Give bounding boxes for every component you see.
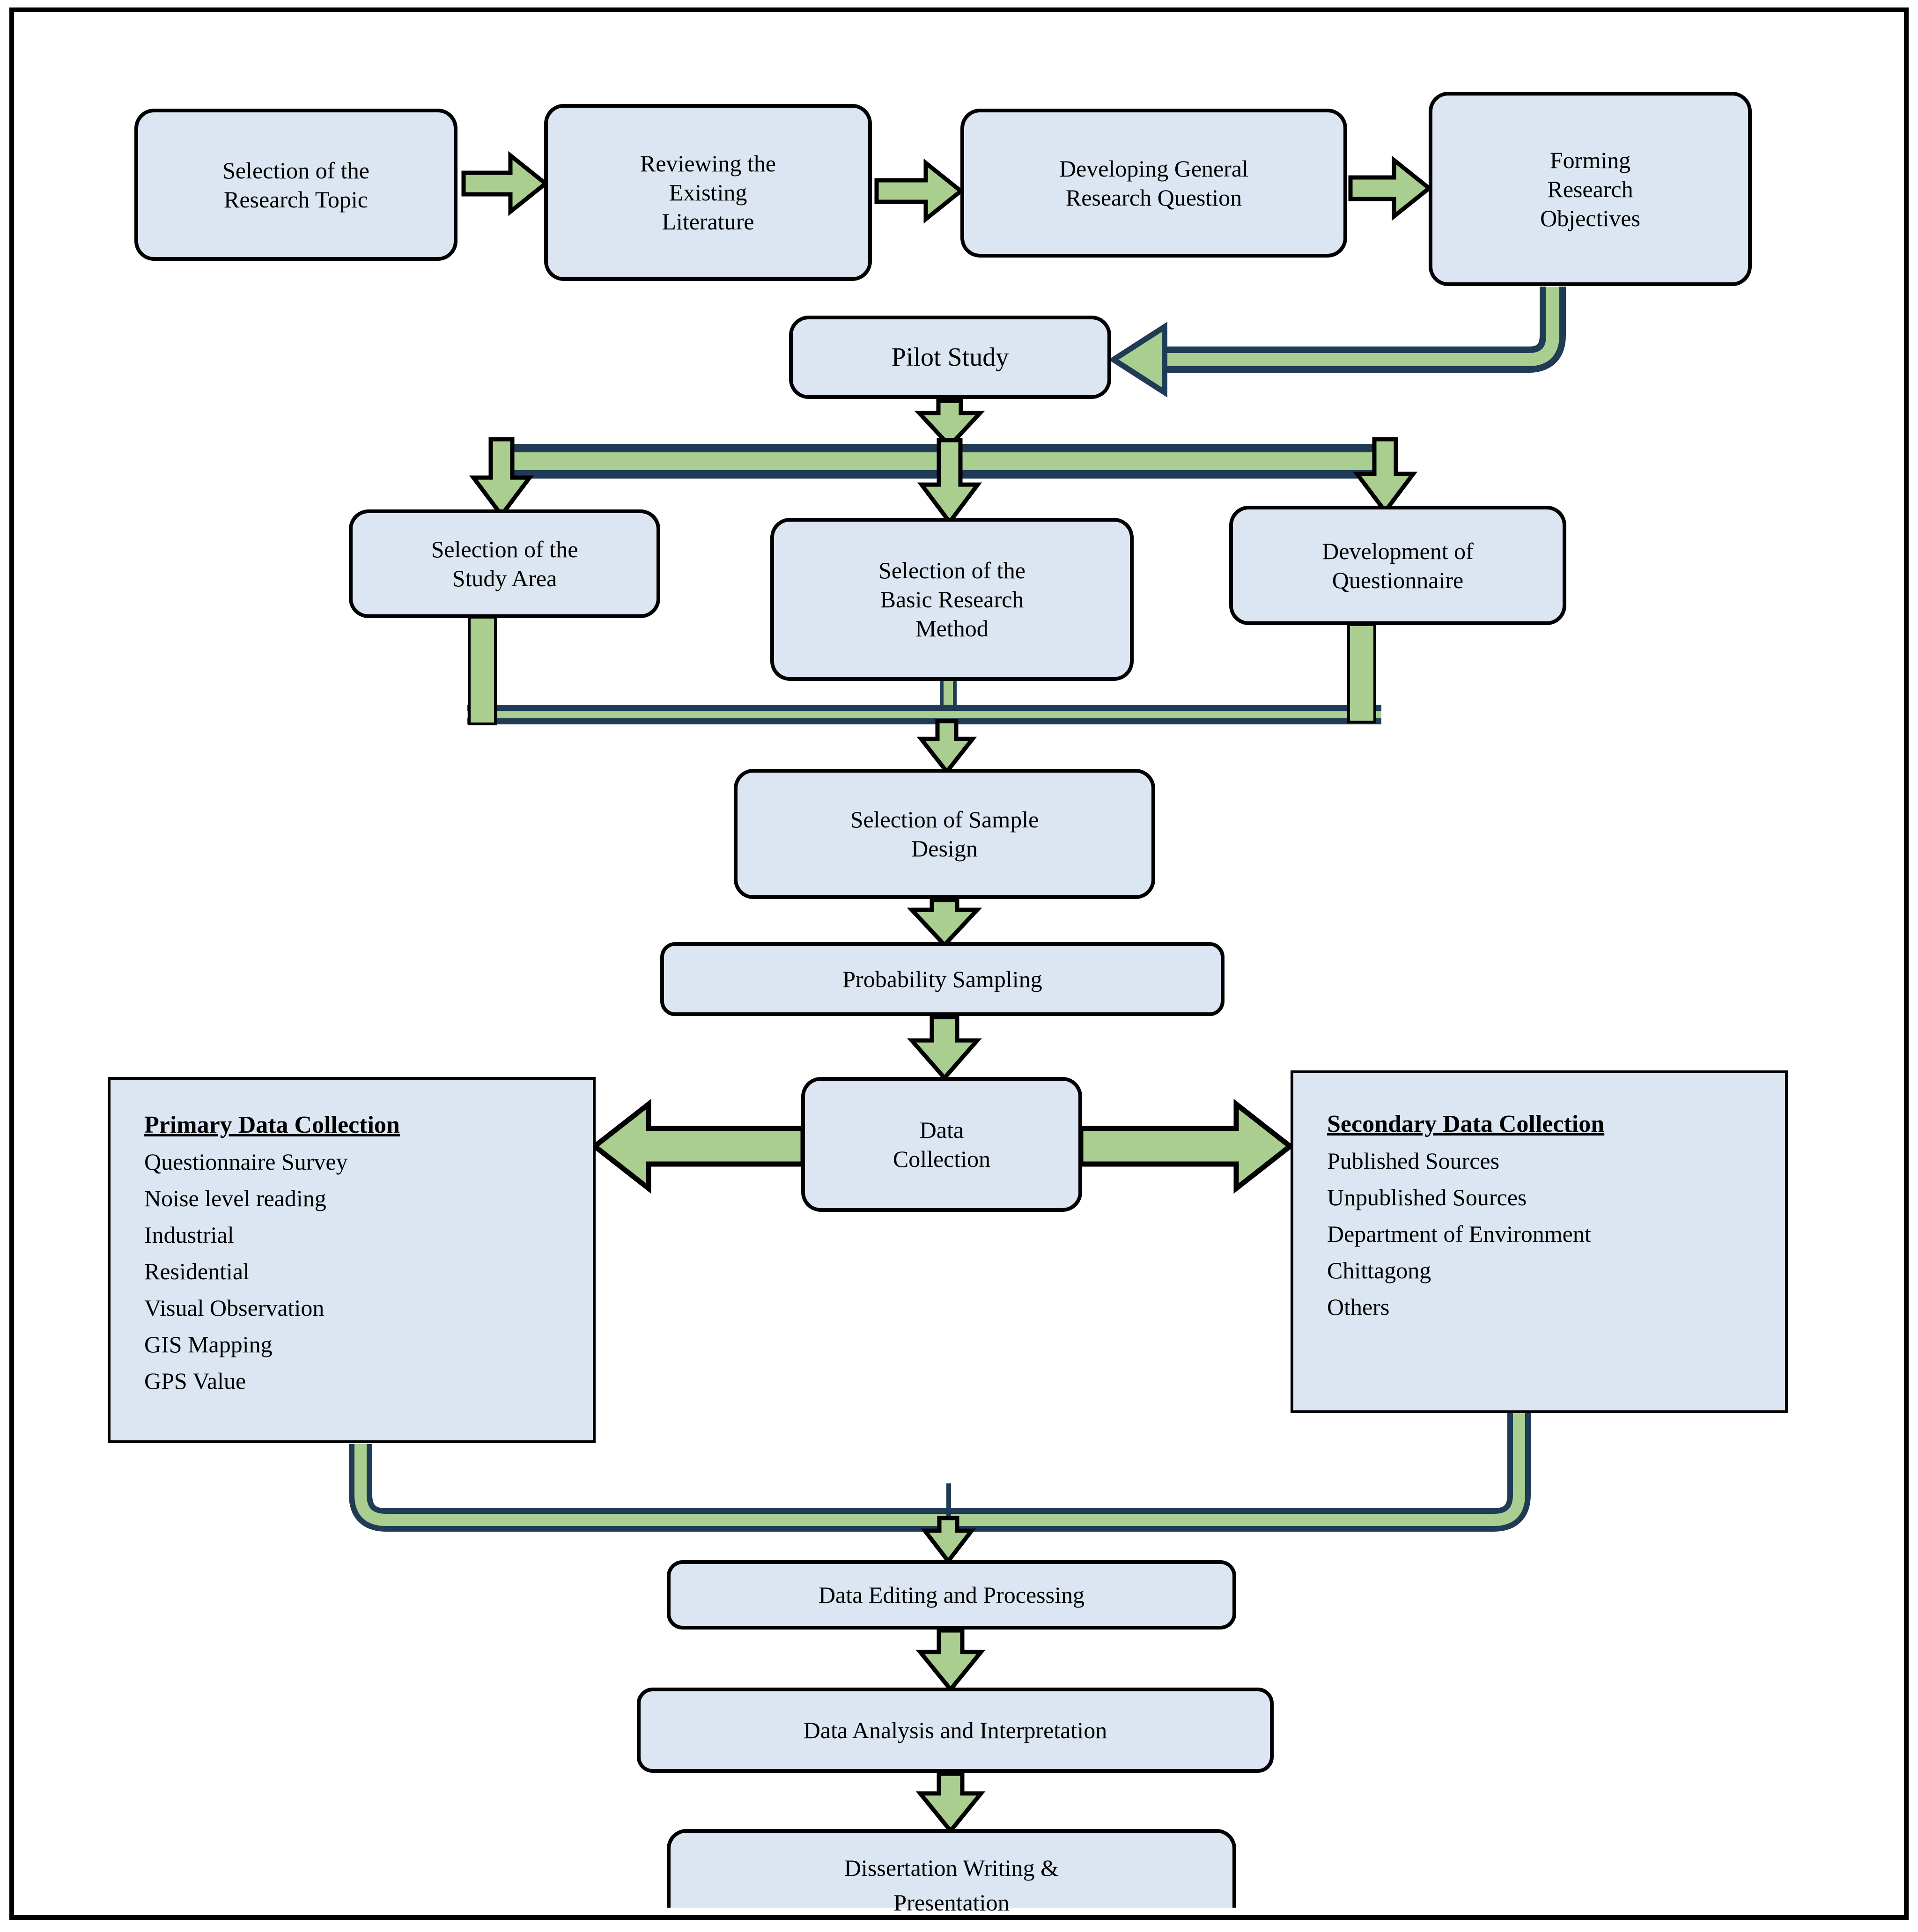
node-label-line: Study Area — [452, 565, 557, 591]
node-label-line: Collection — [893, 1146, 991, 1172]
node-selection-sample-design: Selection of Sample Design — [734, 769, 1155, 899]
node-label-line: Developing General — [1059, 155, 1248, 182]
node-forming-research-objectives: Forming Research Objectives — [1429, 92, 1752, 286]
node-label-line: Probability Sampling — [842, 966, 1042, 992]
connector-questionnaire-down — [1347, 623, 1376, 723]
arrow-literature-to-question — [874, 158, 965, 224]
node-data-editing-processing: Data Editing and Processing — [667, 1560, 1236, 1630]
secondary-item: Unpublished Sources — [1327, 1184, 1527, 1210]
node-label-line: Selection of the — [431, 536, 578, 562]
primary-item: Questionnaire Survey — [144, 1149, 348, 1175]
node-pilot-study: Pilot Study — [789, 316, 1111, 399]
node-label-line: Selection of the — [878, 557, 1025, 583]
node-development-questionnaire: Development of Questionnaire — [1229, 506, 1566, 625]
node-dissertation-writing-presentation: Dissertation Writing & Presentation — [667, 1829, 1236, 1916]
arrow-analysis-to-dissertation — [915, 1771, 986, 1835]
merge-primary-core — [354, 1444, 951, 1526]
secondary-item: Department of Environment — [1327, 1221, 1591, 1247]
arrow-bar-to-study-area — [469, 437, 534, 519]
node-label-line: Objectives — [1540, 205, 1640, 231]
node-label-line: Method — [915, 615, 989, 642]
arrow-merge-to-editing — [920, 1516, 976, 1565]
primary-item: GPS Value — [144, 1368, 246, 1394]
primary-item: Noise level reading — [144, 1185, 326, 1211]
node-label-line: Design — [911, 835, 978, 862]
arrow-sample-to-probability — [907, 898, 982, 948]
node-label-line: Dissertation Writing & — [844, 1855, 1059, 1881]
node-label-line: Data — [919, 1117, 964, 1143]
node-label-line: Selection of Sample — [850, 806, 1039, 833]
node-label-line: Basic Research — [880, 586, 1024, 612]
secondary-title: Secondary Data Collection — [1327, 1111, 1605, 1137]
primary-item: Residential — [144, 1258, 250, 1284]
primary-item: Industrial — [144, 1222, 234, 1248]
collector-bar-green — [467, 711, 1381, 718]
arrow-to-primary — [590, 1099, 806, 1194]
arrow-topic-to-literature — [461, 151, 549, 216]
node-label-line: Literature — [662, 208, 754, 235]
node-data-analysis-interpretation: Data Analysis and Interpretation — [637, 1688, 1274, 1773]
node-selection-basic-research-method: Selection of the Basic Research Method — [770, 518, 1134, 681]
node-label-line: Existing — [669, 179, 747, 206]
node-label-line: Selection of the — [222, 157, 369, 184]
arrow-probability-to-data-collection — [907, 1015, 982, 1081]
arrow-question-to-objectives — [1348, 155, 1433, 221]
secondary-item: Chittagong — [1327, 1257, 1431, 1283]
node-label-line: Questionnaire — [1332, 567, 1464, 593]
arrow-bar-to-basic-method — [917, 438, 982, 526]
primary-title: Primary Data Collection — [144, 1112, 400, 1138]
connector-objectives-to-pilot-core — [1161, 287, 1559, 366]
node-probability-sampling: Probability Sampling — [660, 942, 1225, 1016]
arrow-bar-to-questionnaire — [1353, 437, 1417, 515]
node-label-line: Data Editing and Processing — [819, 1582, 1084, 1608]
connector-study-area-down — [468, 616, 497, 725]
arrow-editing-to-analysis — [915, 1628, 986, 1693]
node-label-line: Research — [1547, 176, 1633, 202]
node-data-collection: Data Collection — [801, 1077, 1082, 1212]
node-label-line: Research Topic — [224, 186, 368, 213]
node-selection-research-topic: Selection of the Research Topic — [134, 109, 457, 261]
node-reviewing-literature: Reviewing the Existing Literature — [544, 104, 872, 281]
node-primary-data-collection: Primary Data Collection Questionnaire Su… — [108, 1077, 596, 1443]
secondary-item: Published Sources — [1327, 1148, 1500, 1174]
node-label-line: Development of — [1322, 538, 1474, 564]
node-label-line: Pilot Study — [891, 343, 1009, 372]
node-selection-study-area: Selection of the Study Area — [349, 509, 660, 618]
arrowhead-into-pilot — [1108, 322, 1167, 398]
node-label-line: Reviewing the — [640, 150, 776, 177]
merge-center-tick — [946, 1483, 951, 1520]
primary-item: GIS Mapping — [144, 1331, 273, 1357]
merge-secondary-core — [951, 1413, 1525, 1526]
node-secondary-data-collection: Secondary Data Collection Published Sour… — [1291, 1070, 1788, 1413]
node-label-line: Data Analysis and Interpretation — [803, 1717, 1107, 1743]
arrow-pilot-down — [914, 398, 985, 449]
secondary-item: Others — [1327, 1294, 1390, 1320]
page-border-frame — [9, 7, 1909, 1920]
primary-item: Visual Observation — [144, 1295, 325, 1321]
node-label-line: Research Question — [1065, 184, 1242, 211]
node-label-line: Forming — [1549, 147, 1631, 173]
arrow-to-secondary — [1078, 1099, 1294, 1194]
connector-basic-method-down-core — [944, 681, 953, 705]
node-label-line: Presentation — [893, 1889, 1010, 1916]
arrow-collector-to-sample-design — [916, 719, 977, 775]
node-developing-research-question: Developing General Research Question — [960, 109, 1347, 258]
